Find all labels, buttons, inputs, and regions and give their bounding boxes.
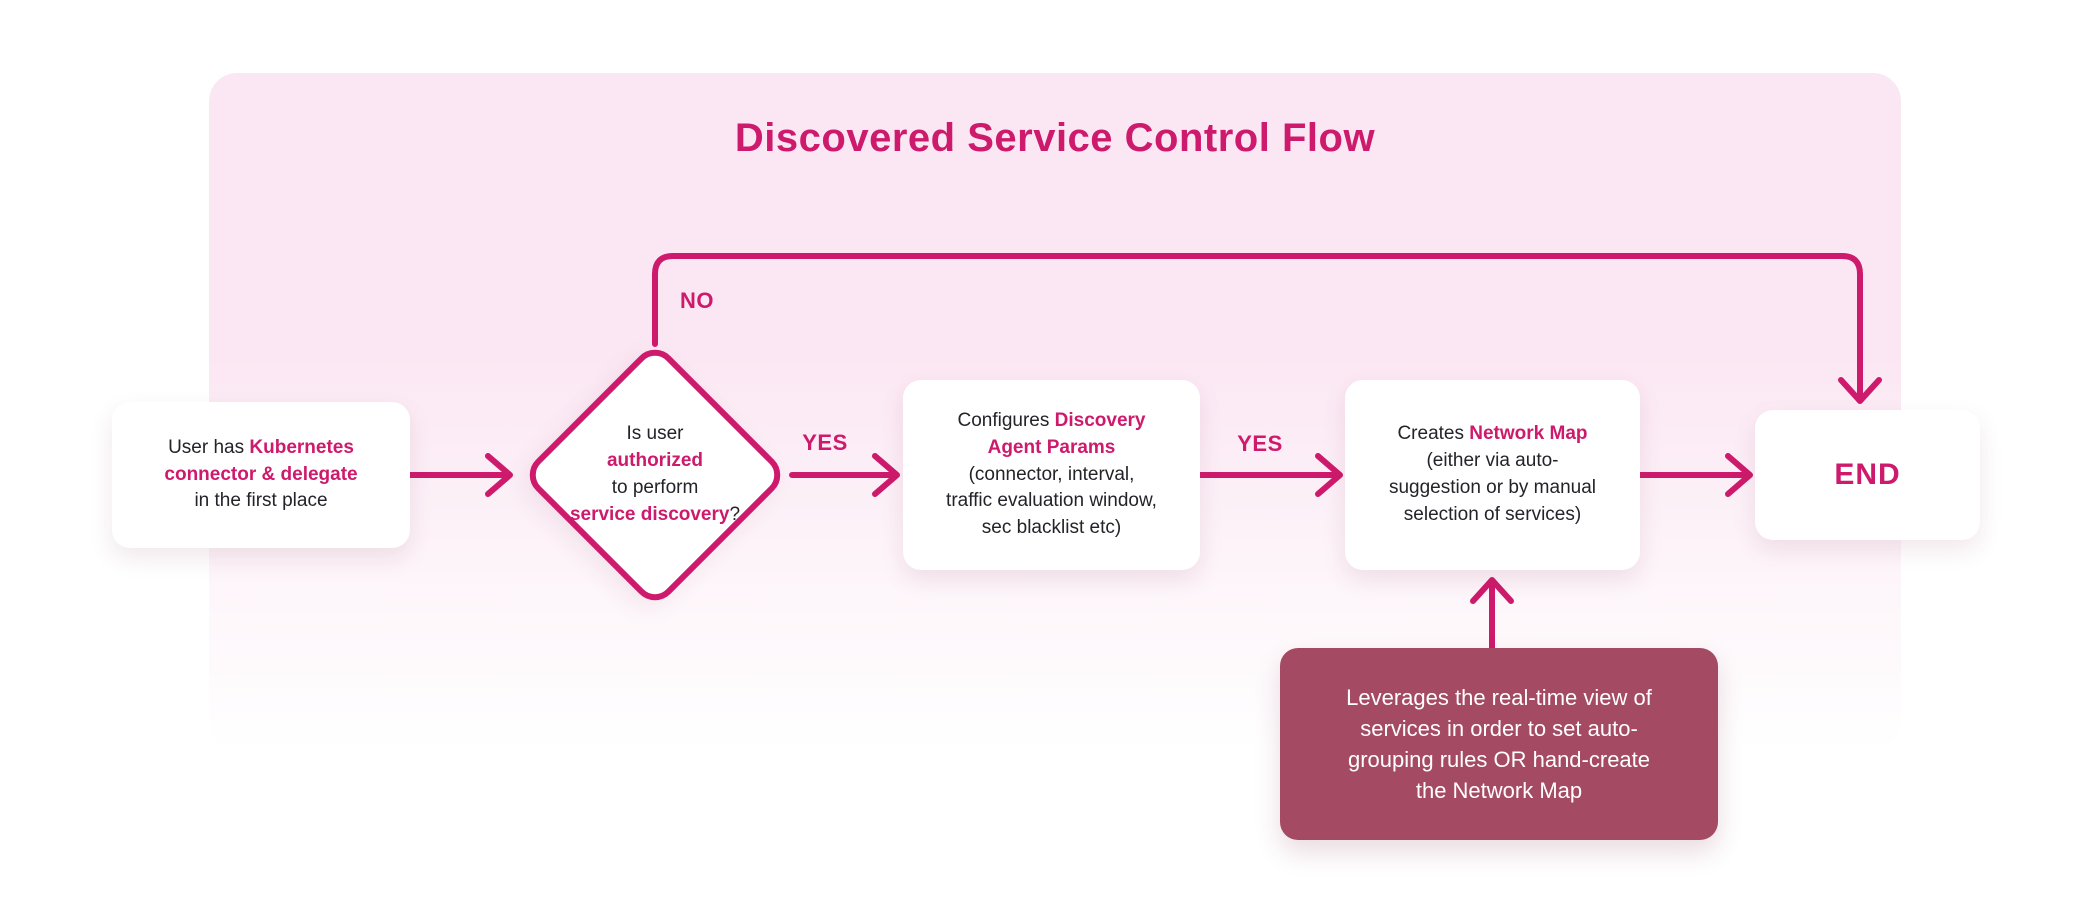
note-box: Leverages the real-time view of services… xyxy=(1280,648,1718,840)
note-box-text: Leverages the real-time view of services… xyxy=(1346,684,1652,804)
node-configure-params: Configures Discovery Agent Params (conne… xyxy=(903,380,1200,570)
arrowhead-note-to-create xyxy=(1470,577,1514,604)
arrowhead-decision-to-configure xyxy=(872,453,900,497)
arrowhead-configure-to-create xyxy=(1315,453,1343,497)
edge-no-path-to-end xyxy=(652,253,1863,401)
arrowhead-start-to-decision xyxy=(485,453,513,497)
node-create-network-map: Creates Network Map (either via auto- su… xyxy=(1345,380,1640,570)
edge-label-yes-2: YES xyxy=(1237,431,1283,456)
node-end-label: END xyxy=(1834,458,1901,491)
diagram-title: Discovered Service Control Flow xyxy=(734,116,1376,160)
edge-label-no: NO xyxy=(680,288,714,313)
node-decision-text-wrap: Is user authorized to perform service di… xyxy=(535,400,775,550)
node-decision-text: Is user authorized to perform service di… xyxy=(569,423,741,525)
node-start: User has Kubernetes connector & delegate… xyxy=(112,402,410,548)
node-end: END xyxy=(1755,410,1980,540)
node-create-network-map-text: Creates Network Map (either via auto- su… xyxy=(1388,423,1596,525)
node-configure-params-text: Configures Discovery Agent Params (conne… xyxy=(946,409,1157,539)
edge-label-yes-1: YES xyxy=(802,430,848,455)
node-start-text: User has Kubernetes connector & delegate… xyxy=(164,436,358,512)
arrowhead-no-path-to-end xyxy=(1838,377,1882,404)
arrowhead-create-to-end xyxy=(1725,453,1753,497)
